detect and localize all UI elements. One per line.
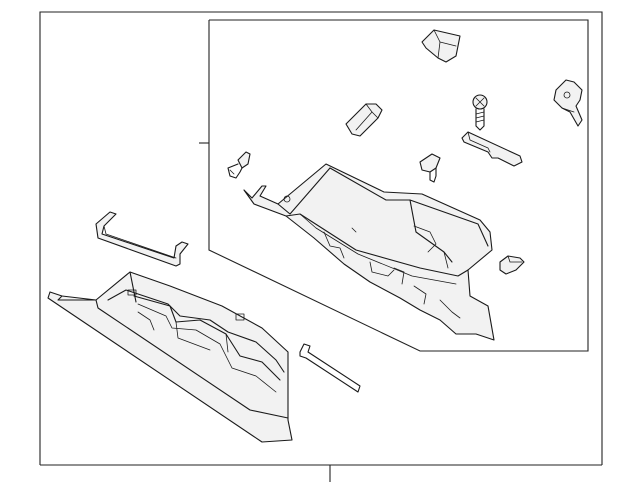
latch-strip	[461, 131, 523, 167]
inner-callout-box	[199, 19, 589, 352]
glove-box-door	[47, 271, 293, 443]
door-bumper	[421, 29, 461, 63]
pivot-pin	[419, 153, 441, 183]
outer-frame	[39, 11, 603, 482]
striker-screw	[472, 94, 488, 131]
damper	[345, 103, 383, 137]
wire-rod	[299, 343, 361, 393]
retainer-clip	[227, 151, 251, 179]
glove-box-bin	[243, 163, 495, 341]
bracket	[553, 79, 583, 127]
stop-clip	[499, 255, 525, 275]
check-strap	[95, 211, 189, 267]
